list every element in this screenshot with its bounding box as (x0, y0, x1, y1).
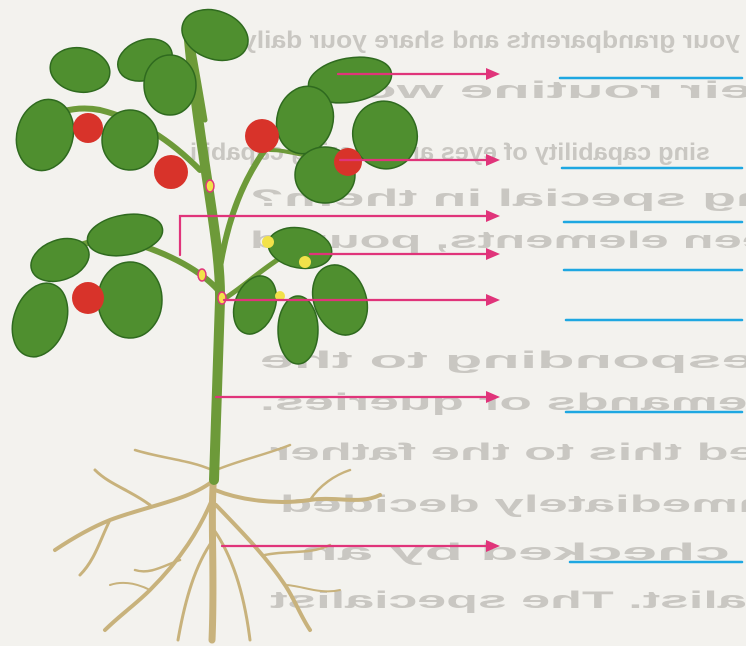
mirrored-text-line: ned this to the father (270, 439, 746, 466)
mirrored-text-line: your grandparents and share your daily e (220, 27, 740, 54)
mirrored-text-line: in their routine wo (360, 77, 746, 104)
plant-leaves (3, 1, 427, 365)
mirrored-text-line: cialist. The specialist (270, 587, 746, 614)
mirrored-text-line: responding to the (260, 347, 746, 374)
mirrored-text-line: immediately decided (280, 491, 746, 518)
